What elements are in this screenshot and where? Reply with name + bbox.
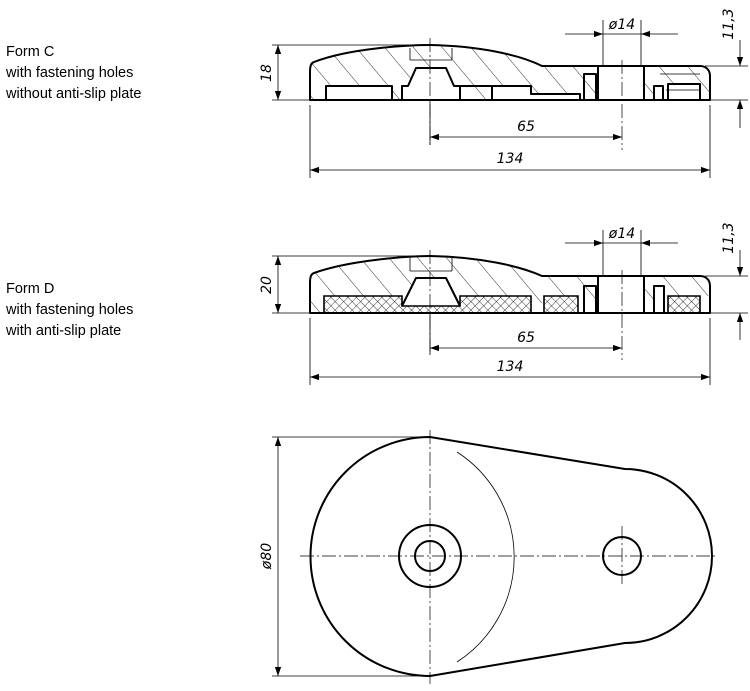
top-view: ø80 [259, 430, 716, 684]
form-d-title: Form D [6, 281, 55, 297]
form-d-section-view: 20 ø14 11,3 65 134 [259, 222, 748, 385]
top-view-inner-arc [456, 451, 515, 663]
form-d-recesses [401, 276, 665, 313]
center-boss-outer [398, 524, 462, 588]
form-c-offset-label: 11,3 [721, 8, 737, 39]
form-c-hole-diameter-label: ø14 [608, 17, 635, 33]
form-d-line1: with fastening holes [6, 302, 134, 318]
form-d-offset-label: 11,3 [721, 222, 737, 253]
form-c-length-label: 134 [497, 151, 524, 167]
form-c-section-view: 18 ø14 11,3 65 134 [259, 8, 748, 178]
form-d-hole-diameter-label: ø14 [608, 226, 635, 242]
form-c-line2: without anti-slip plate [6, 86, 142, 102]
form-c-title: Form C [6, 44, 55, 60]
form-c-caption: Form C with fastening holes without anti… [6, 42, 141, 105]
form-d-height-label: 20 [259, 276, 275, 294]
form-c-spacing-label: 65 [517, 119, 535, 135]
form-d-spacing-label: 65 [517, 330, 535, 346]
form-d-length-label: 134 [497, 359, 524, 375]
form-c-recesses [325, 66, 701, 100]
form-c-height-label: 18 [259, 64, 275, 82]
form-d-caption: Form D with fastening holes with anti-sl… [6, 279, 133, 342]
form-c-line1: with fastening holes [6, 65, 134, 81]
top-view-diameter-label: ø80 [259, 543, 275, 570]
top-view-outline [309, 436, 713, 677]
form-c-hatched-body [310, 45, 710, 100]
form-d-line2: with anti-slip plate [6, 323, 122, 339]
